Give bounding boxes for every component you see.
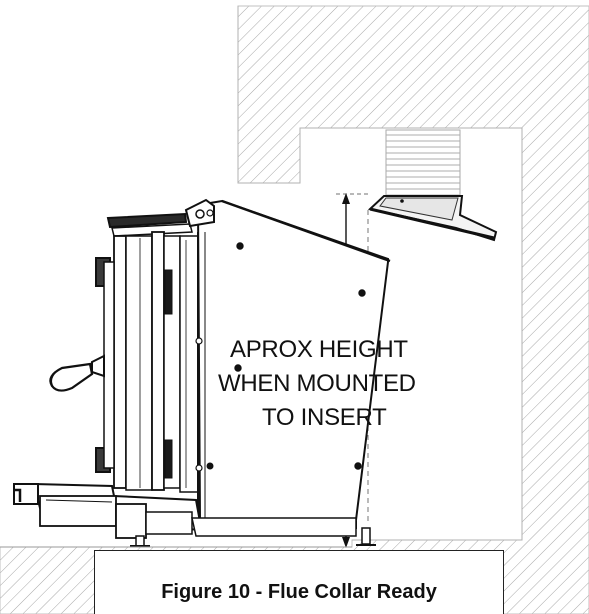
fireplace-insert	[13, 198, 391, 547]
figure-caption: Figure 10 - Flue Collar Ready	[161, 581, 437, 603]
dimension-label-line-1: APROX HEIGHT	[230, 336, 408, 363]
dimension-label-line-2: WHEN MOUNTED	[218, 370, 416, 397]
flue-liner	[385, 129, 461, 197]
dimension-label-line-3: TO INSERT	[262, 404, 387, 431]
caption-box: Figure 10 - Flue Collar Ready	[94, 550, 504, 614]
flue-collar	[367, 195, 498, 242]
masonry-surround	[0, 5, 589, 614]
